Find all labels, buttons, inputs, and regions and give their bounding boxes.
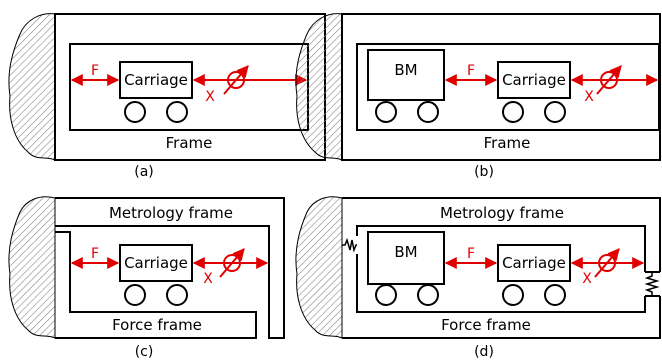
sensor-diagonal <box>596 65 622 95</box>
sensor-icon <box>600 71 618 89</box>
bm-box <box>367 231 445 285</box>
wheel <box>502 101 524 123</box>
force-frame-label: Force frame <box>441 316 531 334</box>
panel-caption: (a) <box>134 164 154 180</box>
metrology-frame-label: Metrology frame <box>440 204 564 222</box>
panel-c: Carriage F X Metrology frame Force frame… <box>8 196 285 360</box>
carriage-box <box>119 61 193 99</box>
force-label: F <box>91 246 99 262</box>
force-frame <box>55 231 257 339</box>
panel-caption: (d) <box>474 344 494 360</box>
carriage-label: Carriage <box>502 71 566 89</box>
force-label: F <box>91 63 99 79</box>
bm-label: BM <box>394 243 417 261</box>
panel-caption: (c) <box>135 344 154 360</box>
wall-hatch <box>295 13 343 161</box>
metrology-frame <box>55 197 285 339</box>
displacement-label: X <box>584 89 594 105</box>
sensor-diagonal <box>223 65 249 95</box>
wheel <box>544 101 566 123</box>
wheel <box>375 101 397 123</box>
sensor-diagonal <box>594 248 620 278</box>
carriage-box <box>497 61 571 99</box>
panel-b: BM Carriage F X Frame (b) <box>295 13 661 180</box>
displacement-label: X <box>205 89 215 105</box>
wall-hatch <box>8 13 56 161</box>
inner-frame <box>356 43 660 131</box>
sensor-icon <box>598 254 616 272</box>
force-frame-label: Force frame <box>112 316 202 334</box>
force-frame-outer <box>342 296 661 339</box>
wheel <box>502 284 524 306</box>
wall-hatch <box>295 196 343 339</box>
bm-box <box>367 49 445 101</box>
wheel <box>166 284 188 306</box>
wheel <box>417 284 439 306</box>
carriage-label: Carriage <box>124 254 188 272</box>
wheel <box>417 101 439 123</box>
panel-a: Carriage F X Frame (a) <box>8 13 326 180</box>
sensor-icon <box>227 71 245 89</box>
metrology-frame <box>342 197 661 272</box>
panel-caption: (b) <box>474 164 494 180</box>
wheel <box>124 101 146 123</box>
metrology-frame-label: Metrology frame <box>109 204 233 222</box>
wheel <box>166 101 188 123</box>
sensor-diagonal <box>219 248 245 278</box>
force-label: F <box>467 246 475 262</box>
displacement-label: X <box>582 271 592 287</box>
carriage-box <box>119 244 193 282</box>
carriage-box <box>497 244 571 282</box>
metrology-frame-inner <box>356 225 646 272</box>
bm-label: BM <box>394 61 417 79</box>
carriage-label: Carriage <box>502 254 566 272</box>
frame-label: Frame <box>166 134 213 152</box>
sensor-icon <box>223 254 241 272</box>
spring-icon <box>342 237 357 253</box>
wheel <box>544 284 566 306</box>
panel-d: BM Carriage F X Metrology frame Force fr… <box>295 196 661 360</box>
spring-icon <box>644 272 660 296</box>
wheel <box>375 284 397 306</box>
frame-label: Frame <box>484 134 531 152</box>
force-label: F <box>467 63 475 79</box>
displacement-label: X <box>203 271 213 287</box>
carriage-label: Carriage <box>124 71 188 89</box>
wheel <box>124 284 146 306</box>
wall-hatch <box>8 196 56 339</box>
force-frame <box>356 254 646 313</box>
